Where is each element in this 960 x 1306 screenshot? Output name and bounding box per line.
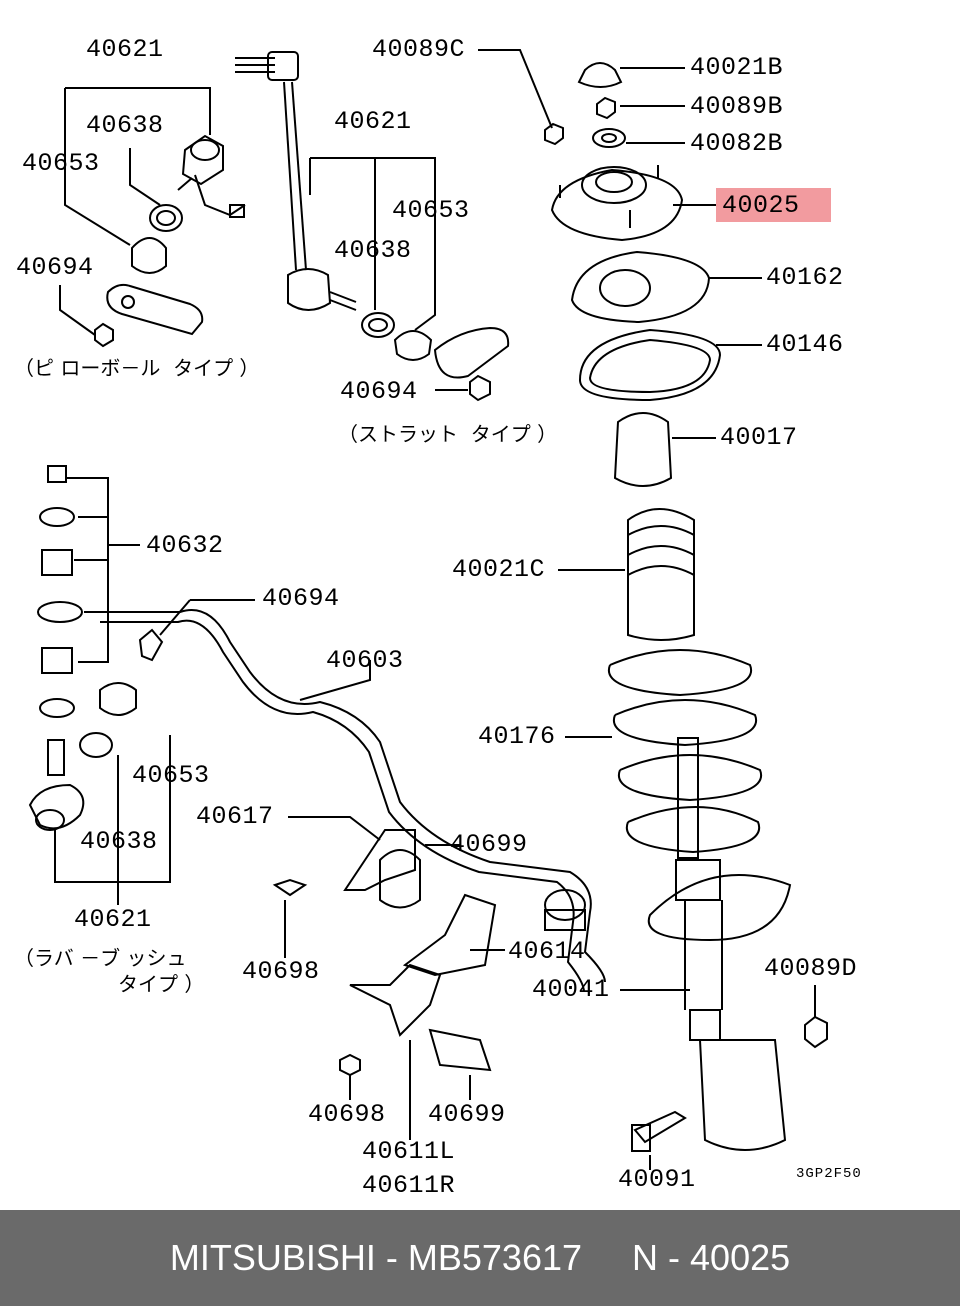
note-rubber-bush-type-line2: タイプ ） <box>118 972 205 996</box>
label-40638-a: 40638 <box>86 111 164 140</box>
label-40146: 40146 <box>766 330 844 359</box>
footer-brand: MITSUBISHI <box>169 1237 376 1278</box>
label-40089c: 40089C <box>372 35 466 64</box>
footer-ref: N - 40025 <box>632 1237 791 1278</box>
note-strut-type: （ストラット タイプ ） <box>338 422 558 446</box>
label-40611r: 40611R <box>362 1171 456 1200</box>
label-40698-a: 40698 <box>242 957 320 986</box>
label-40694-a: 40694 <box>16 253 94 282</box>
label-40653-a: 40653 <box>22 149 100 178</box>
label-40638-b: 40638 <box>334 236 412 265</box>
strut-top-assembly <box>478 49 762 641</box>
label-40025: 40025 <box>722 191 800 220</box>
strut-type-link <box>235 51 510 402</box>
label-40162: 40162 <box>766 263 844 292</box>
label-40699-b: 40699 <box>428 1100 506 1129</box>
label-40632: 40632 <box>146 531 224 560</box>
label-40614: 40614 <box>508 937 586 966</box>
label-40617: 40617 <box>196 802 274 831</box>
label-40621-c: 40621 <box>74 905 152 934</box>
label-40694-b: 40694 <box>340 377 418 406</box>
label-40041: 40041 <box>532 975 610 1004</box>
label-40638-c: 40638 <box>80 827 158 856</box>
label-40091: 40091 <box>618 1165 696 1194</box>
diagram-drawing <box>28 49 828 1170</box>
note-pillow-ball-type: （ピ ローボ－ル タイプ ） <box>14 356 260 380</box>
note-rubber-bush-type-line1: （ラバ －ブ ッシュ <box>14 946 187 970</box>
label-40653-b: 40653 <box>392 196 470 225</box>
stabilizer-bar <box>100 599 606 993</box>
strut-body <box>620 737 828 1170</box>
footer-part-number: MB573617 <box>407 1237 583 1278</box>
label-40021c: 40021C <box>452 555 546 584</box>
label-40653-c: 40653 <box>132 761 210 790</box>
label-40694-c: 40694 <box>262 584 340 613</box>
label-40176: 40176 <box>478 722 556 751</box>
rubber-bush-link <box>28 465 171 905</box>
label-40089d: 40089D <box>764 954 858 983</box>
label-40089b: 40089B <box>690 92 784 121</box>
label-40621-b: 40621 <box>334 107 412 136</box>
diagram-code: 3GP2F50 <box>796 1166 862 1182</box>
coil-spring <box>565 649 763 854</box>
label-40699-a: 40699 <box>450 830 528 859</box>
label-40082b: 40082B <box>690 129 784 158</box>
label-40603: 40603 <box>326 646 404 675</box>
label-40611l: 40611L <box>362 1137 456 1166</box>
highlight-40025 <box>716 188 831 222</box>
brackets <box>272 829 505 1140</box>
label-40017: 40017 <box>720 423 798 452</box>
parts-diagram: 40621 40638 40653 40694 40621 40653 4063… <box>14 35 862 1200</box>
label-40698-b: 40698 <box>308 1100 386 1129</box>
label-40621-a: 40621 <box>86 35 164 64</box>
footer-bar: MITSUBISHI - MB573617 N - 40025 <box>0 1210 960 1306</box>
pillow-ball-link <box>59 87 246 348</box>
label-40021b: 40021B <box>690 53 784 82</box>
